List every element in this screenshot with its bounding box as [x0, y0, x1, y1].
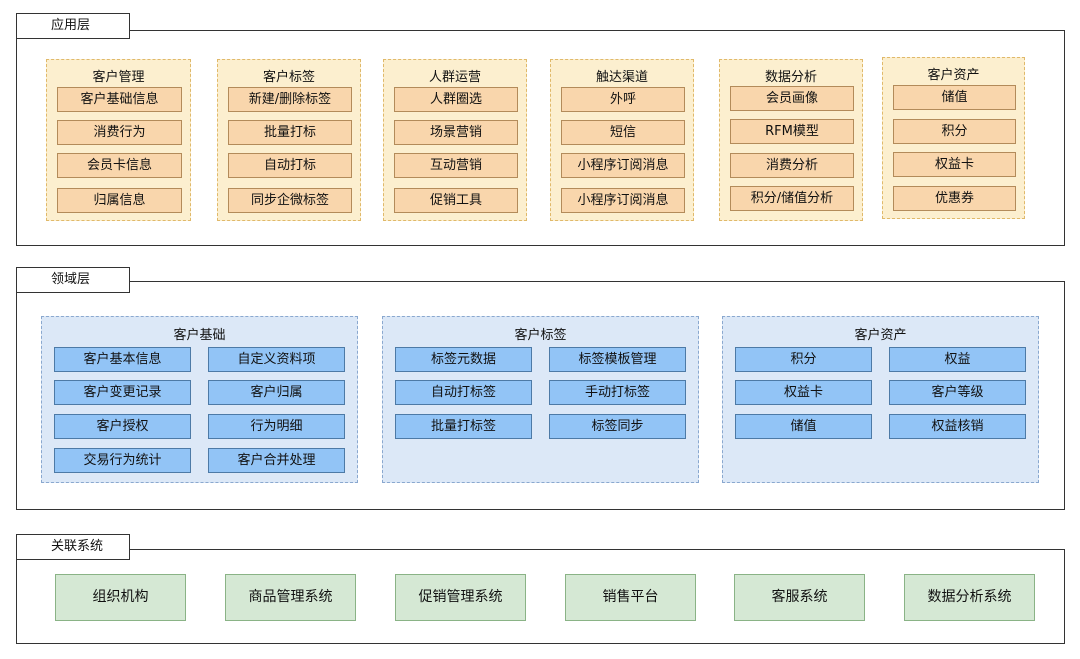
app-item: 外呼 — [561, 87, 685, 112]
domain-item: 客户归属 — [208, 380, 345, 405]
domain-item: 行为明细 — [208, 414, 345, 439]
domain-item: 客户授权 — [54, 414, 191, 439]
group-customer-base: 客户基础 客户基本信息 自定义资料项 客户变更记录 客户归属 客户授权 行为明细… — [41, 316, 358, 483]
system-item: 商品管理系统 — [225, 574, 356, 621]
app-item: 消费分析 — [730, 153, 854, 178]
domain-item: 积分 — [735, 347, 872, 372]
app-item: 客户基础信息 — [57, 87, 182, 112]
group-title: 客户管理 — [92, 70, 145, 85]
related-systems-layer — [16, 549, 1065, 644]
domain-item: 客户等级 — [889, 380, 1026, 405]
group-customer-assets: 客户资产 储值 积分 权益卡 优惠券 — [882, 57, 1025, 219]
group-title: 人群运营 — [428, 70, 481, 85]
app-item: 储值 — [893, 85, 1016, 110]
domain-item: 客户变更记录 — [54, 380, 191, 405]
domain-layer-title: 领域层 — [16, 267, 130, 293]
domain-item: 交易行为统计 — [54, 448, 191, 473]
app-item: 会员画像 — [730, 86, 854, 111]
app-item: 场景营销 — [394, 120, 518, 145]
app-item: 小程序订阅消息 — [561, 188, 685, 213]
group-reach-channels: 触达渠道 外呼 短信 小程序订阅消息 小程序订阅消息 — [550, 59, 694, 221]
group-title: 触达渠道 — [595, 70, 648, 85]
domain-item: 权益 — [889, 347, 1026, 372]
app-item: 批量打标 — [228, 120, 352, 145]
application-layer-title: 应用层 — [16, 13, 130, 39]
app-item: 小程序订阅消息 — [561, 153, 685, 178]
group-title: 客户标签 — [514, 328, 567, 343]
domain-item: 自动打标签 — [395, 380, 532, 405]
group-customer-tags: 客户标签 新建/删除标签 批量打标 自动打标 同步企微标签 — [217, 59, 361, 221]
system-item: 销售平台 — [565, 574, 696, 621]
app-item: 自动打标 — [228, 153, 352, 178]
app-item: 归属信息 — [57, 188, 182, 213]
system-item: 促销管理系统 — [395, 574, 526, 621]
domain-item: 批量打标签 — [395, 414, 532, 439]
domain-item: 手动打标签 — [549, 380, 686, 405]
app-item: RFM模型 — [730, 119, 854, 144]
group-title: 数据分析 — [764, 70, 817, 85]
app-item: 同步企微标签 — [228, 188, 352, 213]
domain-item: 标签同步 — [549, 414, 686, 439]
system-item: 组织机构 — [55, 574, 186, 621]
system-item: 数据分析系统 — [904, 574, 1035, 621]
domain-item: 储值 — [735, 414, 872, 439]
app-item: 优惠券 — [893, 186, 1016, 211]
domain-item: 自定义资料项 — [208, 347, 345, 372]
app-item: 积分 — [893, 119, 1016, 144]
group-title: 客户资产 — [854, 328, 907, 343]
group-customer-assets-domain: 客户资产 积分 权益 权益卡 客户等级 储值 权益核销 — [722, 316, 1039, 483]
app-item: 新建/删除标签 — [228, 87, 352, 112]
domain-item: 标签元数据 — [395, 347, 532, 372]
app-item: 权益卡 — [893, 152, 1016, 177]
group-customer-tags-domain: 客户标签 标签元数据 标签模板管理 自动打标签 手动打标签 批量打标签 标签同步 — [382, 316, 699, 483]
app-item: 积分/储值分析 — [730, 186, 854, 211]
group-data-analysis: 数据分析 会员画像 RFM模型 消费分析 积分/储值分析 — [719, 59, 863, 221]
system-item: 客服系统 — [734, 574, 865, 621]
app-item: 促销工具 — [394, 188, 518, 213]
app-item: 互动营销 — [394, 153, 518, 178]
app-item: 会员卡信息 — [57, 153, 182, 178]
domain-item: 客户基本信息 — [54, 347, 191, 372]
group-title: 客户基础 — [173, 328, 226, 343]
domain-item: 权益核销 — [889, 414, 1026, 439]
group-title: 客户标签 — [262, 70, 315, 85]
group-title: 客户资产 — [927, 68, 980, 83]
domain-item: 标签模板管理 — [549, 347, 686, 372]
domain-item: 权益卡 — [735, 380, 872, 405]
related-systems-title: 关联系统 — [16, 534, 130, 560]
group-crowd-operation: 人群运营 人群圈选 场景营销 互动营销 促销工具 — [383, 59, 527, 221]
group-customer-management: 客户管理 客户基础信息 消费行为 会员卡信息 归属信息 — [46, 59, 191, 221]
domain-item: 客户合并处理 — [208, 448, 345, 473]
app-item: 人群圈选 — [394, 87, 518, 112]
app-item: 消费行为 — [57, 120, 182, 145]
app-item: 短信 — [561, 120, 685, 145]
